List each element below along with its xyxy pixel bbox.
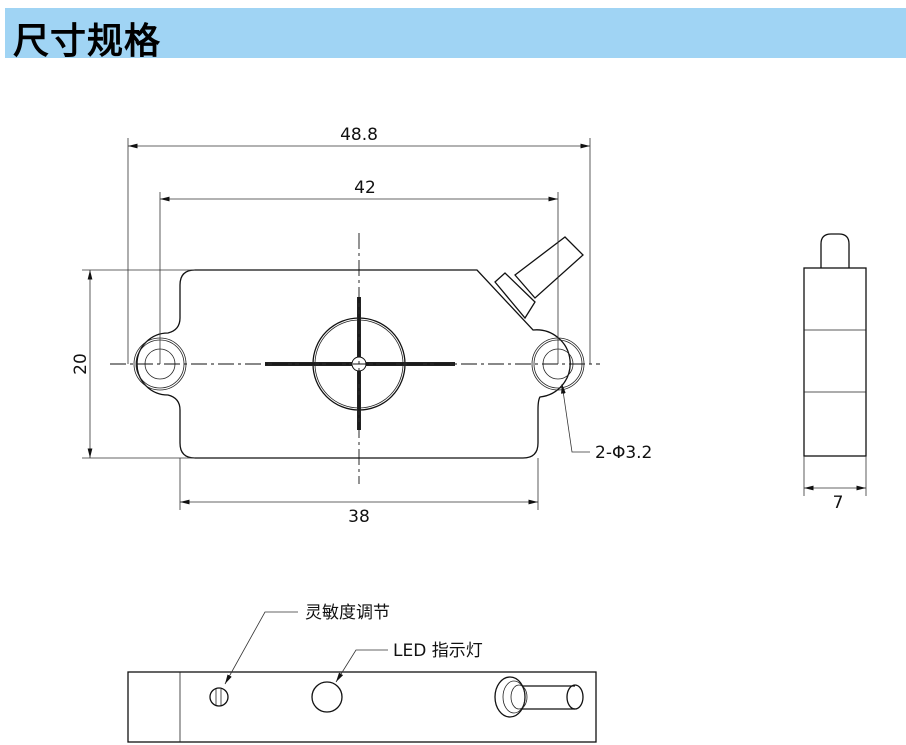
cable: [514, 236, 584, 299]
dim-hole-spacing: 42: [354, 178, 376, 198]
dim-body-width: 38: [348, 507, 370, 527]
body-outline: [136, 269, 571, 459]
led-indicator: [311, 681, 343, 713]
cable-ring-outer: [494, 676, 526, 718]
dim-hole-spec: 2-Φ3.2: [595, 443, 652, 463]
side-view: 7: [803, 233, 867, 513]
dim-overall-width: 48.8: [340, 125, 378, 145]
dim-height: 20: [71, 353, 91, 375]
label-led: LED 指示灯: [393, 641, 483, 661]
label-sensitivity: 灵敏度调节: [305, 603, 390, 623]
sensitivity-knob: [209, 687, 229, 707]
bottom-body: [127, 671, 597, 743]
bottom-view: 灵敏度调节 LED 指示灯: [127, 603, 597, 743]
dimensions: 48.8 42 20 38 2-Φ3.2: [71, 125, 652, 527]
side-cable: [820, 233, 850, 268]
side-body: [803, 267, 867, 457]
page-title: 尺寸规格: [13, 21, 162, 62]
cable-cylinder: [522, 685, 575, 710]
dim-thickness: 7: [833, 493, 844, 513]
cable-gland: [494, 272, 536, 320]
front-view: [110, 233, 600, 484]
title-bar: 尺寸规格: [5, 8, 906, 62]
